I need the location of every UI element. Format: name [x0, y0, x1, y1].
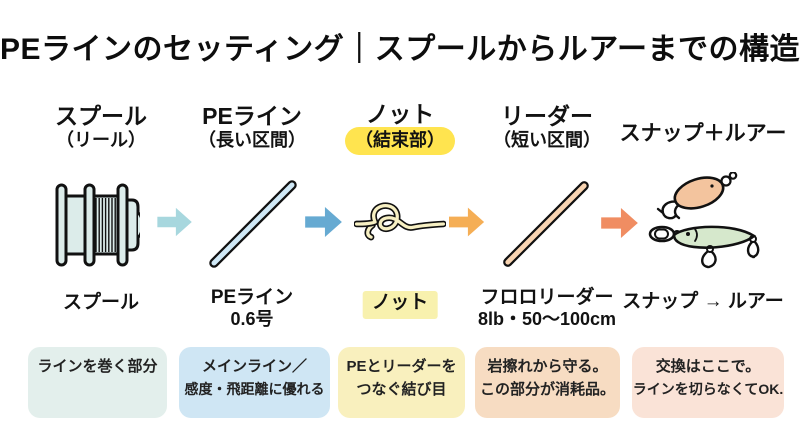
header-text: ノット	[365, 101, 435, 127]
knot-icon	[354, 197, 446, 247]
lure-icon	[648, 172, 763, 272]
header-subtext: （短い区間）	[493, 130, 601, 150]
header-subtext: （長い区間）	[198, 130, 306, 150]
header-highlight-pill: （結束部）	[345, 127, 455, 155]
spoon-lure-icon	[656, 172, 738, 220]
page-title: PEラインのセッティング｜スプールからルアーまでの構造	[0, 33, 800, 66]
caption-highlight: ノット	[362, 291, 438, 319]
leader-icon	[499, 176, 593, 272]
arrow-icon-4	[601, 207, 639, 239]
column-header-spool: スプール （リール）	[55, 104, 147, 151]
column-header-pe-line: PEライン （長い区間）	[198, 104, 306, 151]
column-header-knot: ノット （結束部）	[345, 102, 455, 155]
arrow-icon-1	[157, 207, 193, 237]
header-text: PEライン	[202, 103, 302, 129]
pe-line-icon	[205, 176, 301, 272]
note-card-pe-line: メインライン／ 感度・飛距離に優れる	[179, 347, 330, 418]
caption-knot: ノット	[362, 291, 438, 319]
header-text: スナップ＋ルアー	[619, 122, 787, 145]
note-card-snap-lure: 交換はここで。 ラインを切らなくてOK.	[632, 347, 784, 418]
arrow-icon-3	[449, 206, 485, 238]
note-card-leader: 岩擦れから守る。 この部分が消耗品。	[475, 347, 620, 418]
note-card-knot: PEとリーダーを つなぐ結び目	[338, 347, 465, 418]
caption-spool: スプール	[62, 292, 140, 313]
spool-icon	[55, 180, 140, 270]
note-card-spool: ラインを巻く部分	[28, 347, 167, 418]
caption-pe-line: PEライン 0.6号	[210, 287, 294, 329]
header-text: リーダー	[501, 103, 593, 129]
header-text: スプール	[55, 103, 147, 129]
column-header-snap-lure: スナップ＋ルアー	[620, 117, 787, 147]
arrow-icon-2	[305, 206, 343, 238]
header-subtext: （リール）	[56, 130, 146, 150]
minnow-lure-icon	[648, 225, 760, 269]
column-header-leader: リーダー （短い区間）	[493, 104, 601, 151]
caption-leader: フロロリーダー 8lb・50〜100cm	[477, 287, 617, 329]
caption-snap-lure: スナップ → ルアー	[622, 291, 784, 312]
